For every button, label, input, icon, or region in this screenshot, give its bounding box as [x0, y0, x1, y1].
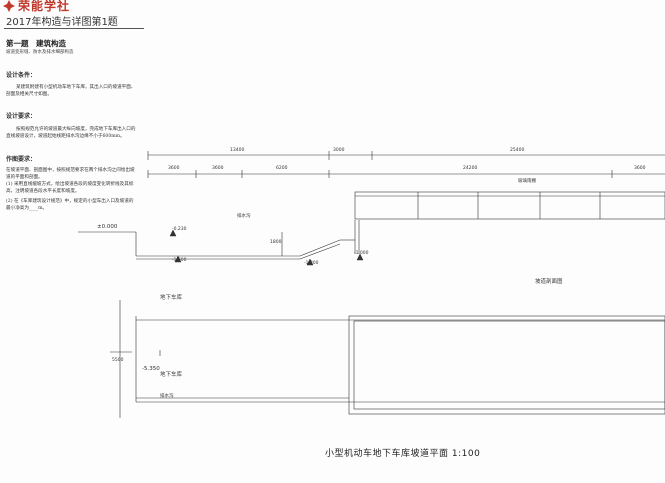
brand-mark-icon	[3, 0, 15, 12]
label-glass-canopy: 玻璃雨棚	[518, 179, 536, 184]
plan-caption: 小型机动车地下车库坡道平面 1:100	[325, 449, 481, 459]
dim-25400: 25400	[510, 148, 525, 153]
level-m5350: -5.350	[142, 366, 160, 372]
level-m1500: -1.500	[172, 258, 187, 263]
label-drain-2: 排水沟	[160, 394, 174, 399]
dim-6200: 6200	[276, 166, 288, 171]
drawing-requirement-1: 在坡道平面、剖面图中，按照规范要求在两个排水沟之间绘出坡道的平面和剖面。	[6, 168, 135, 180]
drawing-requirement-3: (2) 在《车库建筑设计规范》中，规定的小型车出入口及坡道的最小净高为____m…	[6, 199, 134, 211]
dim-3600-b: 3600	[212, 166, 224, 171]
level-m1800: -1.800	[304, 261, 319, 266]
document-title: 2017年构造与详图第1题	[6, 17, 118, 28]
brand-name: 荣能学社	[18, 0, 71, 13]
section-subtitle: 坡道变形缝、防水及排水细部构造	[6, 50, 74, 55]
design-conditions-body: 某建筑附建有小型机动车地下车库，其出入口的坡道平面、剖面及相关尺寸如图。	[6, 85, 136, 97]
drawing-requirement-2: (1) 采用直线缓坡方式，绘出坡道各段的坡度变化转折线及其标高，注明坡道各段水平…	[6, 182, 134, 194]
label-drain: 排水沟	[237, 214, 251, 219]
level-m1000: -1.000	[354, 251, 369, 256]
design-requirements-heading: 设计要求：	[6, 113, 37, 120]
brand-logo: 荣能学社	[2, 0, 70, 14]
dim-3600-a: 3600	[168, 166, 180, 171]
level-m0230: -0.230	[172, 227, 187, 232]
label-section: 坡道剖面图	[535, 279, 563, 285]
label-garage-2: 地下车库	[160, 372, 183, 378]
dim-24200: 24200	[463, 166, 478, 171]
dim-13400: 13400	[230, 148, 245, 153]
dim-3600-c: 3600	[634, 166, 646, 171]
design-requirements-body: 按照规范允许的坡道最大纵向坡度，完成地下车库出入口的直线坡道设计，坡道起始线距排…	[6, 127, 136, 139]
drawing-requirements-heading: 作图要求：	[6, 156, 37, 163]
section-title: 第一题 建筑构造	[6, 39, 66, 48]
dim-1800: 1800	[270, 240, 282, 245]
level-ground: ±0.000	[97, 224, 118, 230]
title-rule	[4, 28, 144, 29]
dim-plan-side: 5500	[112, 358, 124, 363]
label-garage-1: 地下车库	[160, 295, 183, 301]
design-conditions-heading: 设计条件：	[6, 72, 37, 79]
dim-3000: 3000	[333, 148, 345, 153]
